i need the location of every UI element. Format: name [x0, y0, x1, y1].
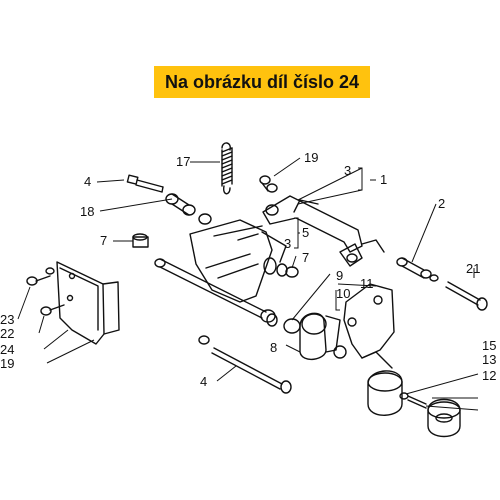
nut-part-24: [45, 267, 55, 275]
damper-part-10: [299, 312, 347, 360]
callout-10: 10: [336, 286, 350, 301]
callout-15: 15: [482, 338, 496, 353]
callout-13: 13: [482, 352, 496, 367]
callout-2: 2: [438, 196, 445, 211]
callout-12: 12: [482, 368, 496, 383]
bolt-part-4-top: [126, 174, 164, 193]
callout-3-mid: 3: [284, 236, 291, 251]
bolt-part-13: [399, 392, 427, 409]
callout-1: 1: [380, 172, 387, 187]
callout-9: 9: [336, 268, 343, 283]
callout-8: 8: [270, 340, 277, 355]
callout-5: 5: [302, 225, 309, 240]
pin-part-7-left: [132, 233, 149, 248]
rocker-assembly-part-5: [189, 219, 288, 303]
oring-part-8: [266, 313, 278, 327]
callout-7-left: 7: [100, 233, 107, 248]
callout-21: 19: [0, 356, 14, 371]
callout-17: 18: [80, 204, 94, 219]
callout-18: 21: [466, 261, 480, 276]
bolt-part-22: [40, 304, 65, 316]
callout-24: 24: [0, 342, 14, 357]
callout-4-top: 4: [84, 174, 91, 189]
swing-arm-part-1: [262, 195, 385, 267]
bearing-part-12: [427, 398, 461, 438]
bushing-part-17: [165, 193, 212, 225]
sleeve-part-9: [283, 318, 301, 334]
shaft-part-2: [396, 257, 439, 282]
cross-shaft: [154, 258, 276, 323]
housing-part-11: [343, 283, 395, 369]
spring-part-16: [221, 142, 233, 195]
nut-part-19: [259, 175, 278, 193]
bolt-part-4-bottom: [198, 335, 292, 394]
callout-19: 19: [304, 150, 318, 165]
callout-4-bottom: 4: [200, 374, 207, 389]
bolt-part-18: [445, 281, 488, 311]
part-number-banner: Na obrázku díl číslo 24: [154, 66, 370, 98]
bushing-part-12: [367, 370, 403, 416]
callout-23: 23: [0, 312, 14, 327]
callout-11: 11: [360, 276, 374, 291]
callout-7-right: 7: [302, 250, 309, 265]
leader-lines: [17, 157, 479, 411]
callout-22: 22: [0, 326, 14, 341]
callout-16: 17: [176, 154, 190, 169]
washer-part-7-right: [285, 266, 299, 278]
bracket-part-21: [56, 261, 120, 345]
callout-3-top: 3: [344, 163, 351, 178]
bolt-part-23: [26, 275, 51, 286]
